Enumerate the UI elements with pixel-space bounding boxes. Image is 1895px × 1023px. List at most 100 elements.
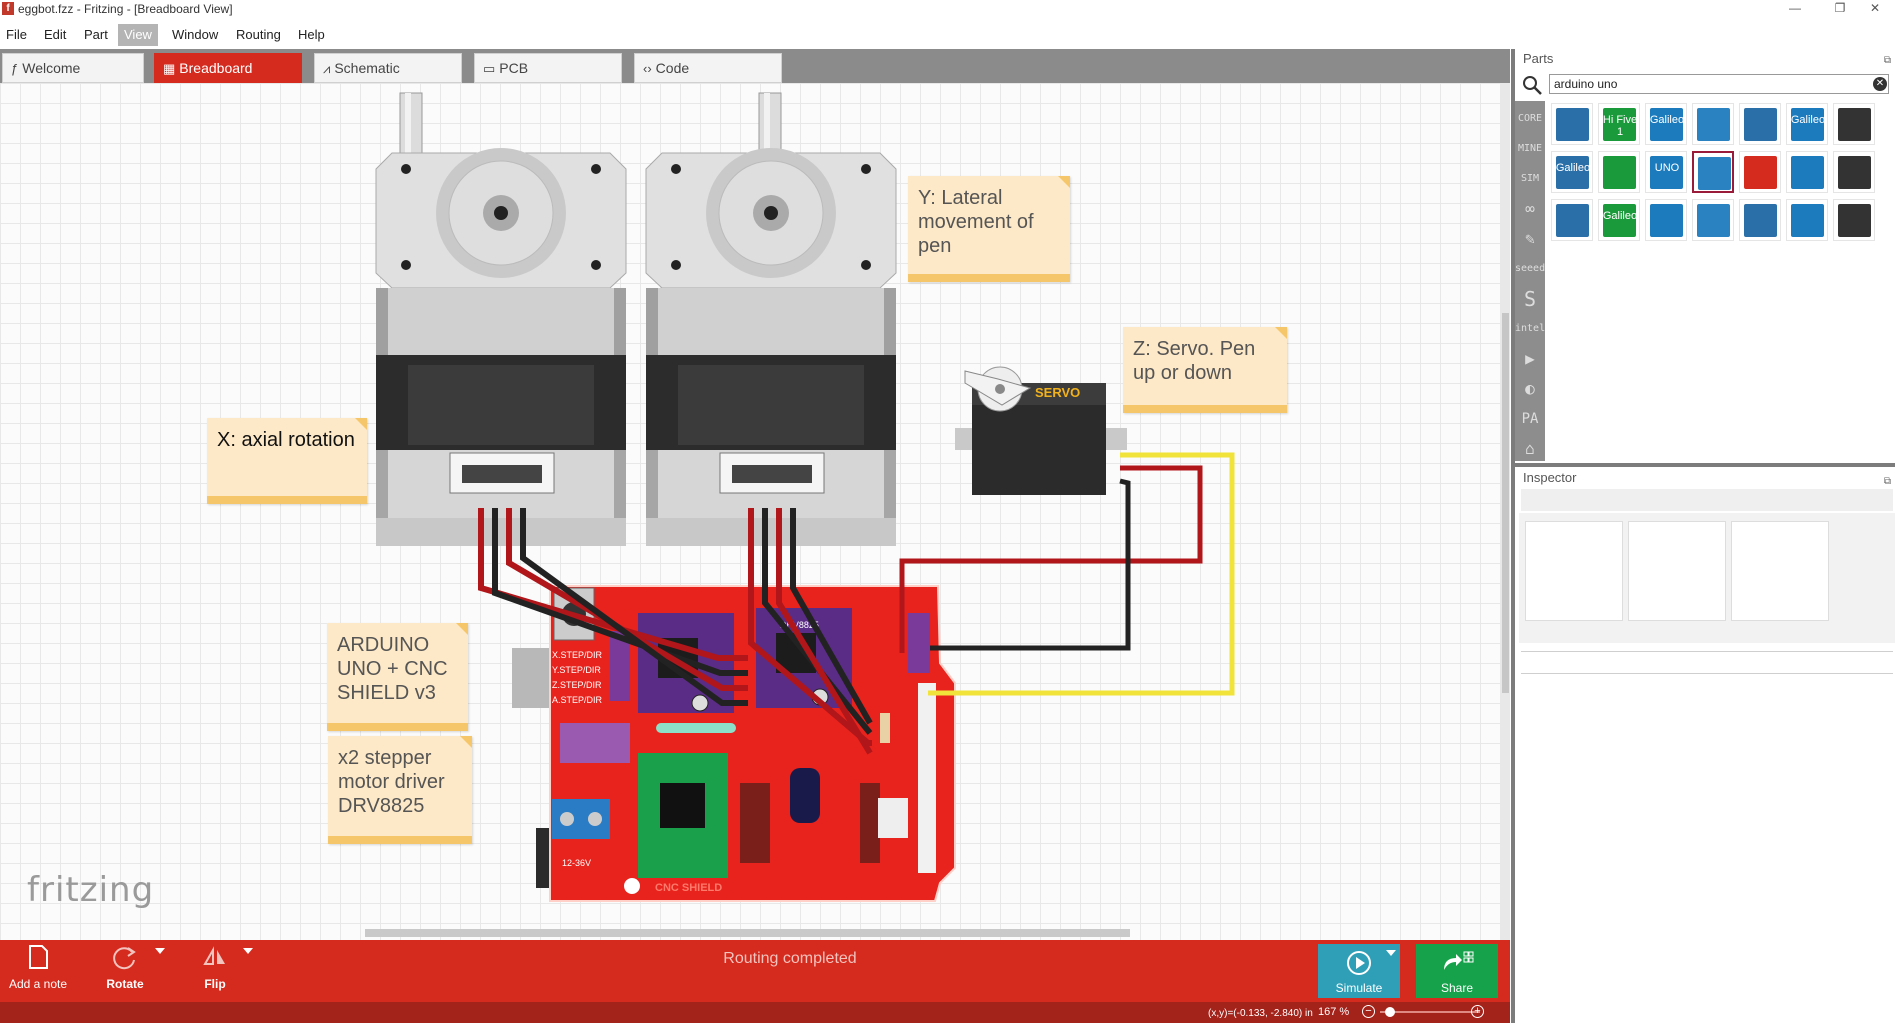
menu-help[interactable]: Help	[298, 27, 325, 42]
stepper-motor-y[interactable]	[645, 92, 897, 546]
bin-seeed[interactable]: seeed	[1515, 263, 1546, 274]
canvas-vertical-scrollbar[interactable]	[1500, 83, 1510, 940]
part-thumbnail	[1791, 108, 1824, 141]
part-tile[interactable]: Hi Five 1	[1598, 103, 1640, 145]
part-tile[interactable]	[1786, 199, 1828, 241]
bin-core[interactable]: CORE	[1517, 113, 1543, 124]
part-tile[interactable]	[1551, 199, 1593, 241]
fritzing-watermark: fritzing	[27, 870, 155, 910]
part-thumbnail	[1791, 204, 1824, 237]
tab-breadboard[interactable]: ▦Breadboard	[154, 53, 302, 83]
part-tile[interactable]	[1598, 151, 1640, 193]
rotate-label: Rotate	[106, 977, 144, 991]
part-tile[interactable]	[1833, 151, 1875, 193]
stepper-motor-x[interactable]	[375, 92, 627, 546]
inspector-title-bar	[1521, 489, 1893, 511]
clear-search-icon[interactable]: ✕	[1873, 77, 1887, 91]
note-x-axis[interactable]: X: axial rotation	[207, 418, 367, 504]
simulate-button[interactable]: Simulate	[1318, 944, 1400, 998]
close-icon[interactable]: ✕	[1869, 1, 1881, 15]
flip-dropdown-icon[interactable]	[243, 948, 253, 954]
note-text: X: axial rotation	[217, 429, 355, 451]
note-z-axis[interactable]: Z: Servo. Pen up or down	[1123, 327, 1287, 413]
tab-pcb[interactable]: ▭PCB	[474, 53, 622, 83]
menu-routing[interactable]: Routing	[236, 27, 281, 42]
flip-button[interactable]: Flip	[195, 944, 235, 991]
routing-status: Routing completed	[723, 950, 857, 967]
part-tile[interactable]	[1692, 151, 1734, 193]
zoom-slider[interactable]	[1380, 1007, 1480, 1017]
bin-s[interactable]: S	[1523, 287, 1537, 311]
part-thumbnail	[1838, 204, 1871, 237]
part-tile[interactable]	[1739, 103, 1781, 145]
part-tile[interactable]: Galileo	[1551, 151, 1593, 193]
undock-icon[interactable]: ⧉	[1883, 476, 1891, 487]
share-button[interactable]: Share	[1416, 944, 1498, 998]
note-text: Z: Servo. Pen up or down	[1133, 338, 1256, 384]
bin-arduino[interactable]: ∞	[1525, 199, 1535, 218]
wires-servo[interactable]	[899, 452, 1235, 696]
zoom-in-icon[interactable]: +	[1471, 1005, 1484, 1018]
menu-file[interactable]: File	[6, 27, 27, 42]
arduino-cnc-shield[interactable]: DRV8825 X.STEP/DIR Y.STEP/DIR Z.STEP/DIR…	[512, 585, 956, 902]
bin-snoot[interactable]: ◐	[1525, 379, 1535, 398]
restore-icon[interactable]: ❐	[1834, 1, 1846, 15]
rotate-dropdown-icon[interactable]	[155, 948, 165, 954]
bin-sim[interactable]: SIM	[1520, 173, 1540, 184]
part-tile[interactable]	[1645, 199, 1687, 241]
zoom-out-icon[interactable]: −	[1362, 1005, 1375, 1018]
part-thumbnail	[1791, 156, 1824, 189]
part-tile[interactable]: UNO	[1645, 151, 1687, 193]
part-thumbnail	[1744, 156, 1777, 189]
wires-motor-x[interactable]	[478, 508, 748, 706]
note-driver[interactable]: x2 stepper motor driver DRV8825	[328, 736, 472, 844]
bin-mine[interactable]: MINE	[1517, 143, 1543, 154]
menu-window[interactable]: Window	[172, 27, 219, 42]
tab-code[interactable]: ‹›Code	[634, 53, 782, 83]
tab-schematic[interactable]: ⩘Schematic	[314, 53, 462, 83]
part-tile[interactable]	[1739, 199, 1781, 241]
scroll-thumb[interactable]	[1502, 313, 1509, 693]
breadboard-canvas[interactable]: SERVO DRV8825	[0, 83, 1500, 940]
part-thumbnail	[1650, 156, 1683, 189]
note-arduino[interactable]: ARDUINO UNO + CNC SHIELD v3	[327, 623, 468, 731]
menu-part[interactable]: Part	[84, 27, 108, 42]
note-y-axis[interactable]: Y: Lateral movement of pen	[908, 176, 1070, 282]
menu-view[interactable]: View	[118, 24, 158, 46]
part-tile[interactable]	[1739, 151, 1781, 193]
note-fold-icon	[355, 418, 367, 430]
part-tile[interactable]	[1692, 103, 1734, 145]
minimize-icon[interactable]: —	[1789, 1, 1801, 15]
part-tile[interactable]	[1551, 103, 1593, 145]
bin-play[interactable]: ▶	[1525, 349, 1535, 368]
part-tile[interactable]	[1833, 103, 1875, 145]
bin-intel[interactable]: intel	[1515, 323, 1546, 334]
canvas-horizontal-scrollbar[interactable]	[365, 929, 1130, 937]
rotate-button[interactable]: Rotate	[100, 944, 150, 991]
bin-animal[interactable]: ⌂	[1525, 439, 1535, 458]
simulate-label: Simulate	[1335, 981, 1383, 995]
undock-icon[interactable]: ⧉	[1883, 55, 1891, 66]
parts-search-input[interactable]	[1549, 74, 1889, 94]
share-icon	[1444, 951, 1474, 970]
part-tile[interactable]: Galileo	[1645, 103, 1687, 145]
menu-edit[interactable]: Edit	[44, 27, 67, 42]
part-tile[interactable]	[1692, 199, 1734, 241]
title-bar: f eggbot.fzz - Fritzing - [Breadboard Vi…	[0, 0, 1895, 18]
part-tile[interactable]: Galileo	[1598, 199, 1640, 241]
servo-motor[interactable]: SERVO	[955, 366, 1127, 495]
search-icon[interactable]	[1521, 74, 1543, 96]
add-note-button[interactable]: Add a note	[6, 944, 70, 991]
zoom-slider-knob[interactable]	[1385, 1007, 1395, 1017]
simulate-dropdown-icon[interactable]	[1386, 950, 1396, 956]
wires-motor-y[interactable]	[748, 508, 873, 755]
bin-pa[interactable]: PA	[1521, 411, 1539, 427]
part-tile[interactable]	[1833, 199, 1875, 241]
part-tile[interactable]: Galileo	[1786, 103, 1828, 145]
bin-sparkfun[interactable]: ✎	[1525, 229, 1535, 248]
part-tile[interactable]	[1786, 151, 1828, 193]
